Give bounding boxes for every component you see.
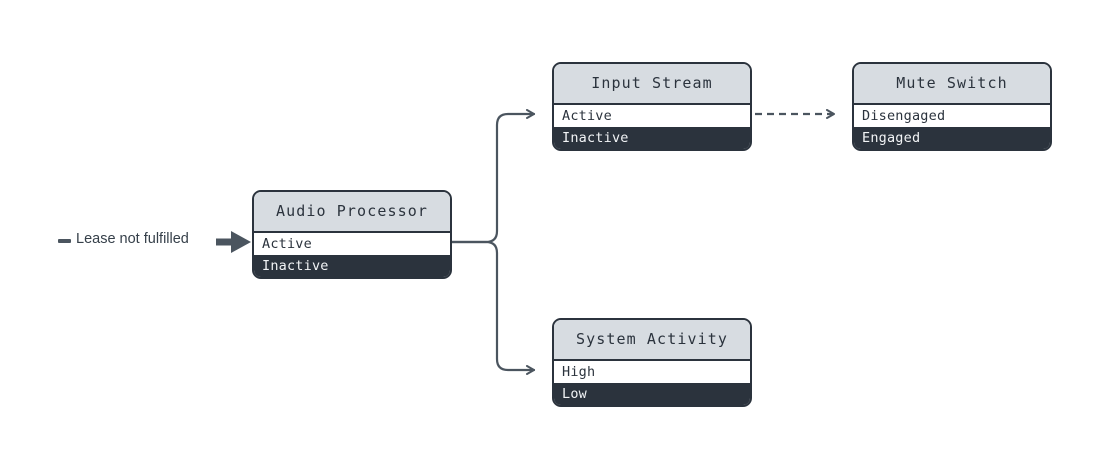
node-input-stream[interactable]: Input Stream Active Inactive (552, 62, 752, 151)
node-title-audio-processor: Audio Processor (254, 192, 450, 233)
node-row-system-activity-low[interactable]: Low (554, 383, 750, 405)
node-row-mute-switch-engaged[interactable]: Engaged (854, 127, 1050, 149)
external-input-label: Lease not fulfilled (76, 231, 189, 247)
node-row-input-stream-inactive[interactable]: Inactive (554, 127, 750, 149)
node-title-input-stream: Input Stream (554, 64, 750, 105)
node-row-input-stream-active[interactable]: Active (554, 105, 750, 127)
node-row-audio-processor-inactive[interactable]: Inactive (254, 255, 450, 277)
node-audio-processor[interactable]: Audio Processor Active Inactive (252, 190, 452, 279)
node-title-system-activity: System Activity (554, 320, 750, 361)
node-row-system-activity-high[interactable]: High (554, 361, 750, 383)
node-title-mute-switch: Mute Switch (854, 64, 1050, 105)
node-row-mute-switch-disengaged[interactable]: Disengaged (854, 105, 1050, 127)
node-system-activity[interactable]: System Activity High Low (552, 318, 752, 407)
node-mute-switch[interactable]: Mute Switch Disengaged Engaged (852, 62, 1052, 151)
edge-external-to-audio-processor (216, 231, 251, 253)
external-input-dash-icon (58, 239, 71, 243)
node-row-audio-processor-active[interactable]: Active (254, 233, 450, 255)
edge-audio-processor-split (450, 109, 536, 375)
